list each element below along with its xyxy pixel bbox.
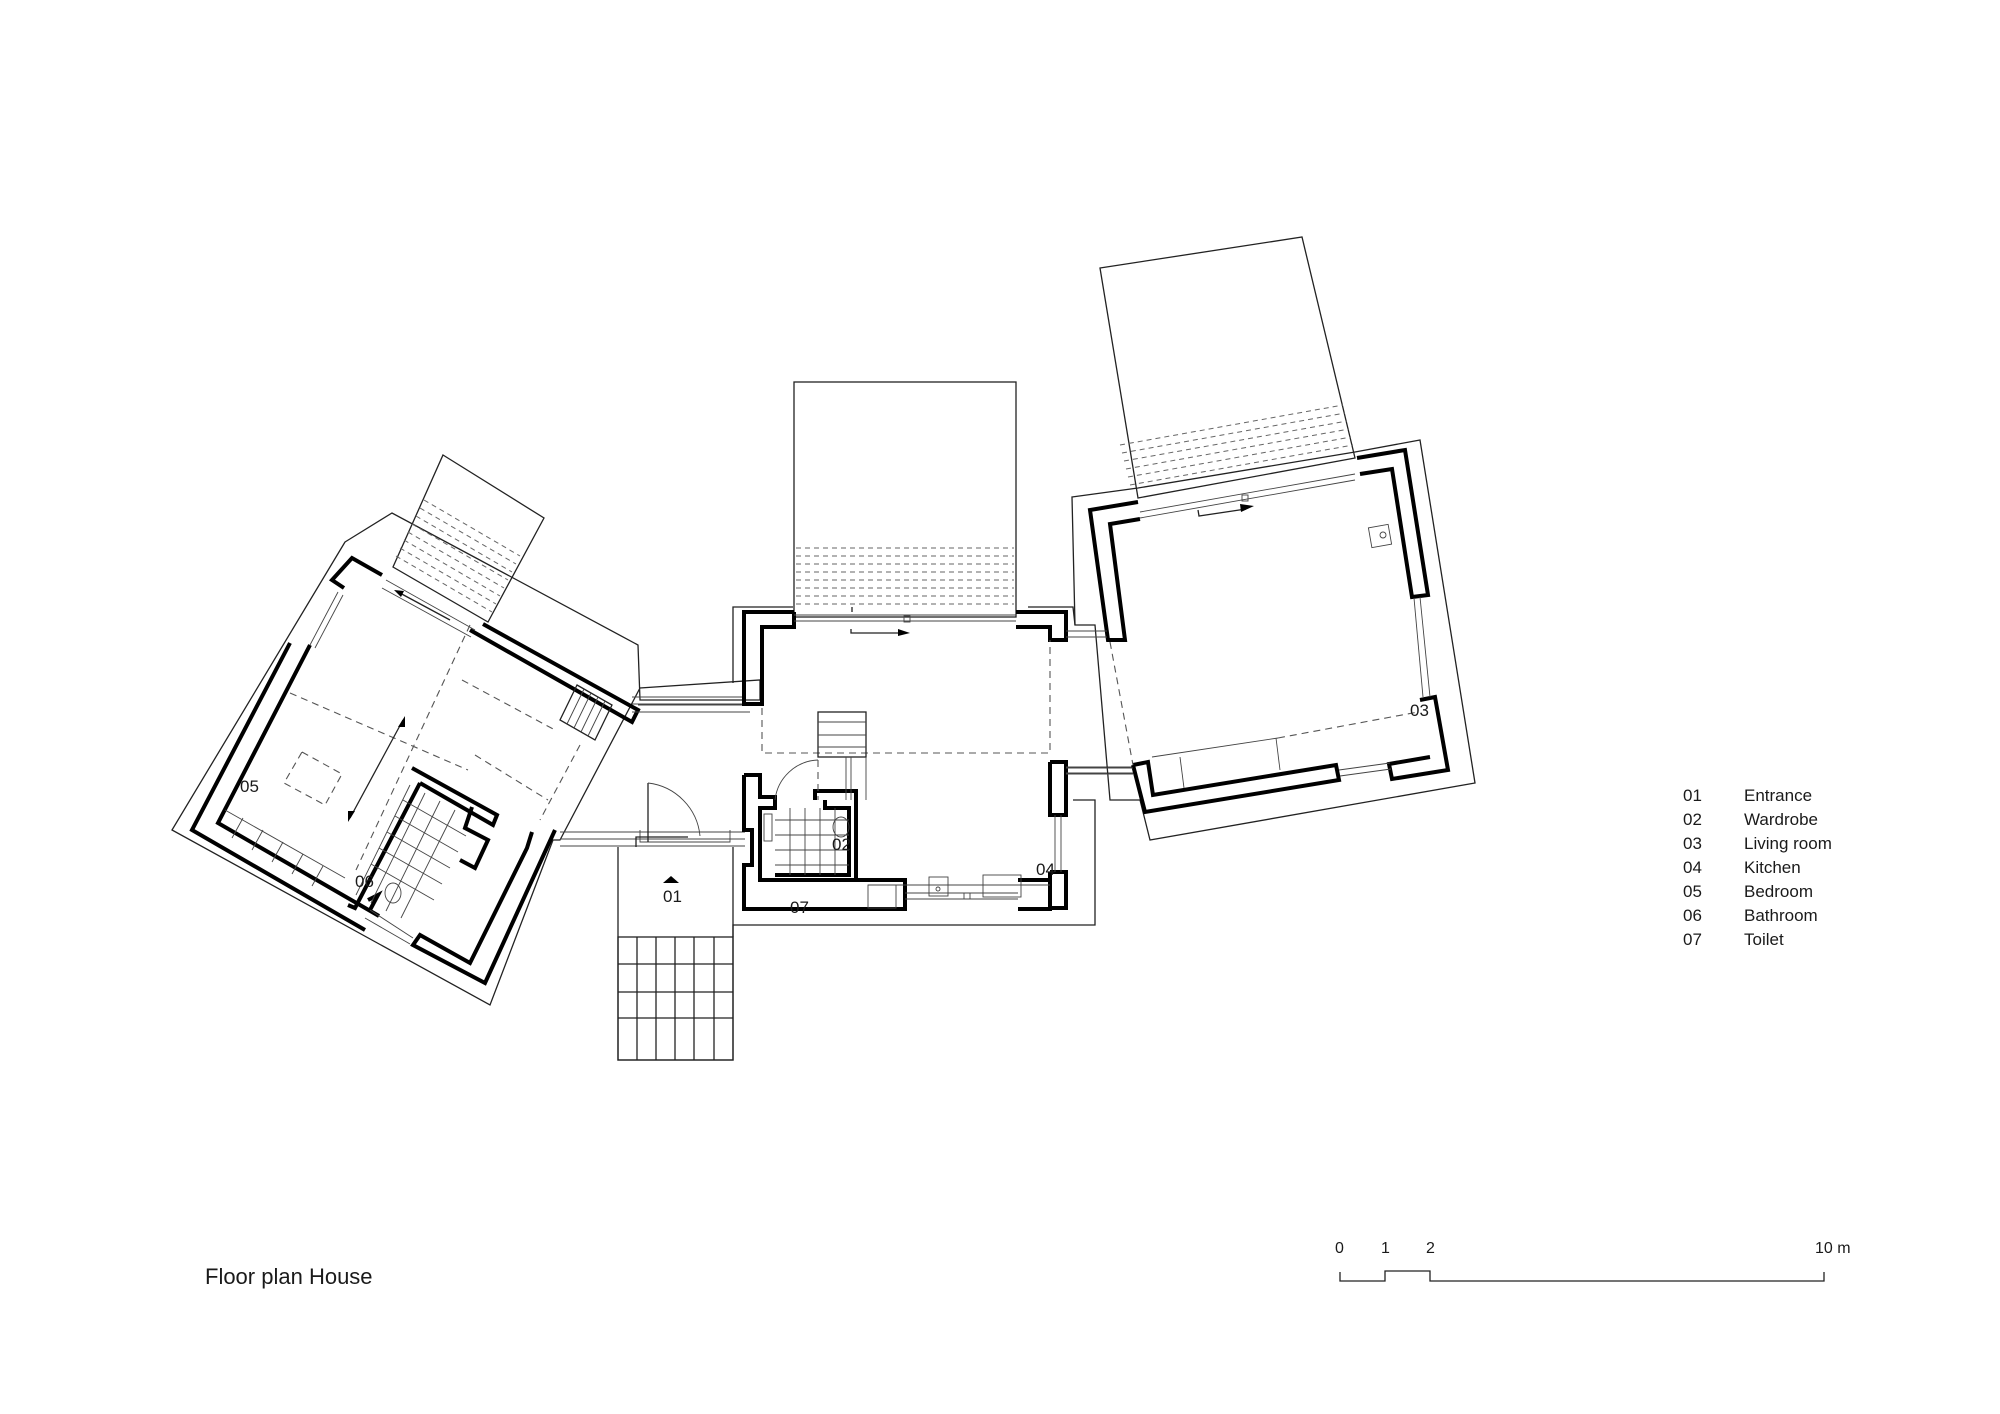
legend-number: 06 (1683, 906, 1702, 925)
room-label-entrance: 01 (663, 887, 682, 906)
room-label-wardrobe: 02 (832, 835, 851, 854)
room-label-bathroom: 06 (355, 872, 374, 891)
scale-tick-10: 10 m (1815, 1240, 1851, 1257)
living-wing: 03 (1066, 236, 1476, 841)
legend-item: 04 Kitchen (1683, 856, 1832, 880)
drawing-title: Floor plan House (205, 1264, 373, 1289)
legend-item: 07 Toilet (1683, 928, 1832, 952)
scale-tick-2: 2 (1426, 1240, 1435, 1257)
room-label-kitchen: 04 (1036, 860, 1055, 879)
legend-label: Bedroom (1744, 882, 1813, 901)
room-label-living: 03 (1410, 701, 1429, 720)
legend-label: Entrance (1744, 786, 1813, 805)
legend-item: 03 Living room (1683, 832, 1832, 856)
legend-label: Bathroom (1744, 906, 1818, 925)
kitchen-counter (867, 874, 1050, 909)
legend-item: 05 Bedroom (1683, 880, 1832, 904)
legend-number: 02 (1683, 810, 1702, 829)
entrance-steps (617, 936, 734, 1061)
legend-number: 01 (1683, 786, 1702, 805)
living-terrace (1099, 236, 1356, 499)
sliding-door-arrow (348, 590, 451, 822)
central-terrace (793, 381, 1017, 618)
scale-tick-1: 1 (1381, 1240, 1390, 1257)
scale-bar (1339, 1270, 1825, 1282)
legend-item: 06 Bathroom (1683, 904, 1832, 928)
legend-label: Kitchen (1744, 858, 1801, 877)
bathroom-tiles (355, 784, 467, 919)
sliding-door-arrow (850, 629, 910, 636)
legend-item: 02 Wardrobe (1683, 808, 1832, 832)
corridor-glazing (560, 696, 745, 847)
room-legend: 01 Entrance 02 Wardrobe 03 Living room 0… (1683, 784, 1832, 952)
room-label-toilet: 07 (790, 898, 809, 917)
legend-number: 04 (1683, 858, 1702, 877)
stove-icon (1367, 523, 1393, 549)
scale-tick-0: 0 (1335, 1240, 1344, 1257)
legend-label: Toilet (1744, 930, 1784, 949)
bedroom-stairs (559, 684, 613, 741)
legend-number: 03 (1683, 834, 1702, 853)
legend-number: 05 (1683, 882, 1702, 901)
central-wing: 01 02 04 07 (617, 381, 1135, 1061)
legend-label: Wardrobe (1744, 810, 1819, 829)
bedroom-wing: 05 06 (171, 454, 761, 1006)
triangle-up-icon (663, 876, 679, 883)
bedroom-terrace (392, 454, 545, 623)
toilet-tiles (763, 808, 850, 875)
legend-number: 07 (1683, 930, 1702, 949)
sliding-door-arrow (1197, 504, 1254, 517)
legend-label: Living room (1744, 834, 1832, 853)
legend-item: 01 Entrance (1683, 784, 1832, 808)
room-label-bedroom: 05 (240, 777, 259, 796)
